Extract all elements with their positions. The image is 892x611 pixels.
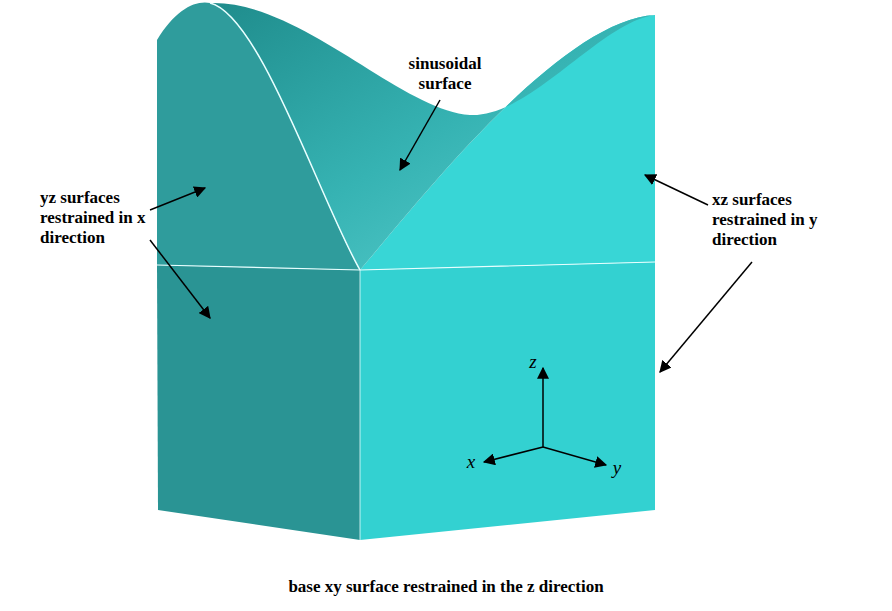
axis-label: z	[526, 352, 540, 372]
face-label: xz surfaces restrained in y direction	[712, 190, 827, 250]
right-face-lower	[360, 262, 655, 540]
leader-line	[660, 262, 752, 372]
leader-line	[400, 100, 440, 170]
leader-line	[645, 175, 708, 205]
sinusoidal-surface	[210, 3, 655, 270]
edge-line	[360, 270, 361, 540]
face-label: yz surfaces restrained in x direction	[40, 188, 148, 248]
seam-line	[157, 262, 655, 270]
y-axis	[543, 447, 606, 465]
axis-label: y	[610, 458, 624, 478]
surface-label: sinusoidal surface	[395, 54, 495, 94]
x-axis	[484, 447, 543, 462]
leader-line	[150, 240, 210, 318]
base-label: base xy surface restrained in the z dire…	[96, 577, 796, 597]
z-axis	[542, 368, 544, 447]
edge-line	[210, 3, 360, 270]
left-face-lower	[157, 265, 360, 540]
leader-line	[150, 188, 205, 210]
axis-label: x	[464, 452, 478, 472]
